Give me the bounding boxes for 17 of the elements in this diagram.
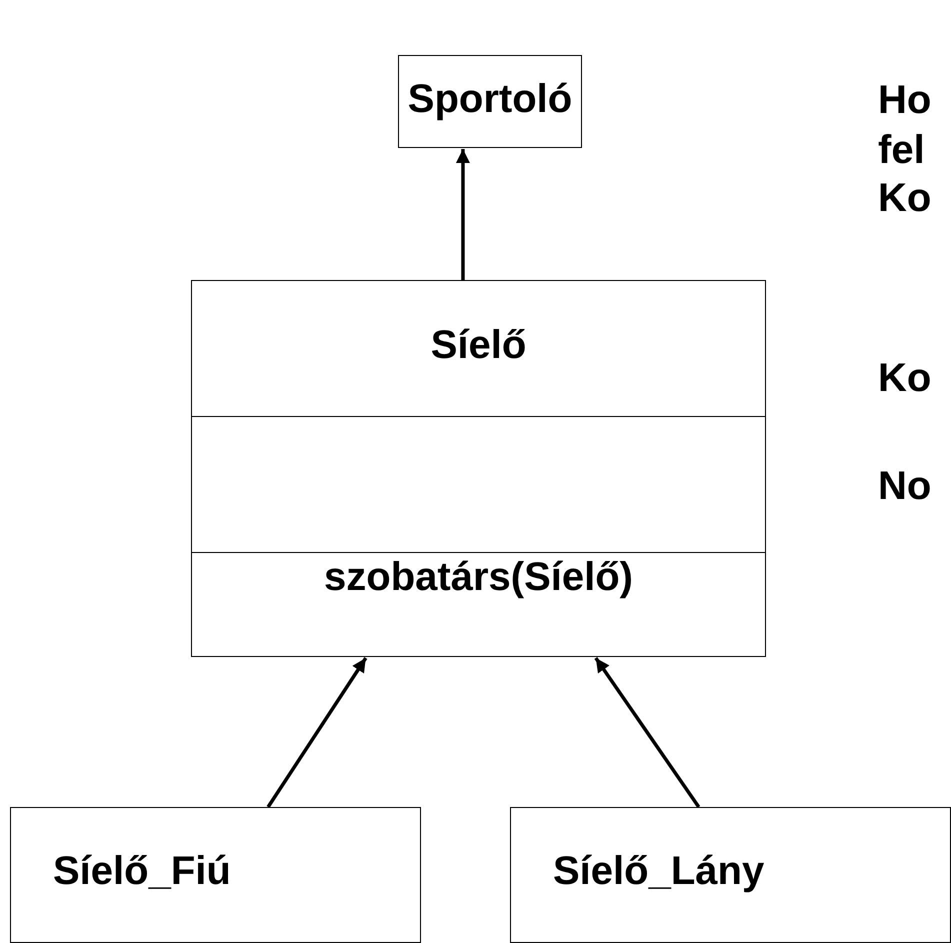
- arrow: [594, 657, 700, 808]
- class-name: Sportoló: [406, 77, 574, 122]
- text-fragment: No: [878, 464, 932, 509]
- arrow: [456, 149, 470, 280]
- class-box: [191, 280, 766, 657]
- arrow: [266, 657, 368, 808]
- box: [510, 807, 951, 943]
- class-name: Síelő_Fiú: [53, 849, 231, 894]
- box: [398, 55, 582, 148]
- text-fragment: Ho: [878, 78, 932, 123]
- text-fragment: Ko: [878, 356, 932, 401]
- method-text: szobatárs(Síelő): [323, 555, 634, 600]
- box: [10, 807, 421, 943]
- text-fragment: Ko: [878, 176, 932, 221]
- text-fragment: fel: [878, 128, 925, 173]
- class-name: Síelő: [430, 323, 528, 368]
- class-name: Síelő_Lány: [553, 849, 764, 894]
